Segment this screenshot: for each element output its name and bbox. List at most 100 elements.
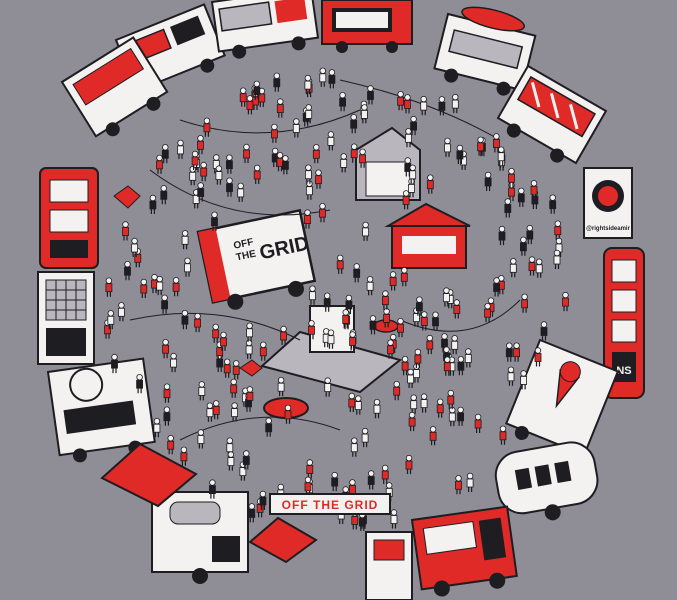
off-the-grid-banner: OFF THE GRID [269,493,391,515]
crowd-person [420,95,428,116]
crowd-person [276,98,284,118]
crowd-person [265,417,273,437]
crowd-person [414,348,422,368]
crowd-person [369,315,377,335]
crowd-person [535,258,543,278]
crowd-person [253,164,261,184]
crowd-person [124,261,131,281]
crowd-person [340,153,348,173]
crowd-person [492,133,500,153]
crowd-person [271,147,279,167]
crowd-person [336,254,344,274]
crowd-person [509,258,517,278]
crowd-person [177,139,184,159]
crowd-person [381,290,389,310]
crowd-person [415,296,423,316]
crowd-person [426,174,434,194]
crowd-person [457,356,465,376]
crowd-person [232,360,240,380]
crowd-person [200,161,208,182]
crowd-person [520,370,527,390]
crowd-person [456,144,464,164]
crowd-person [484,303,492,323]
crowd-person [212,400,220,420]
crowd-person [526,224,534,245]
crowd-person [444,137,451,157]
banner-text: OFF THE GRID [282,498,379,512]
truck-ring: @rightsideamir NS [37,0,645,600]
crowd-person [246,386,254,406]
crowd-person [243,143,250,163]
crowd-person [172,277,180,297]
crowd-person [457,406,465,426]
crowd-person [362,221,370,241]
crowd-person [553,249,561,269]
crowd-person [540,321,548,341]
crowd-person [530,180,538,200]
crowd-person [280,325,288,345]
crowd-person [328,69,336,89]
crowd-person [194,312,202,333]
crowd-person [405,128,412,148]
crowd-person [554,220,562,240]
crowd-person [273,72,281,92]
crowd-person [549,194,557,214]
crowd-person [220,331,227,351]
crowd-person [305,180,313,200]
crowd-person [383,308,391,328]
crowd-person [203,117,211,137]
crowd-person [167,435,175,455]
crowd-person [246,95,254,115]
crowd-person [198,381,206,401]
crowd-person [498,225,506,246]
truck-logo-middle: THE [235,249,257,264]
crowd-person [304,74,312,95]
crowd-person [223,358,231,378]
crowd-person [520,236,527,256]
crowd-person [366,276,374,296]
crowd-person [327,131,335,151]
crowd-person [306,459,314,479]
crowd-person [455,475,462,495]
crowd-person [442,287,450,307]
truck-top-hotdog [433,6,537,96]
crowd-person [348,392,356,412]
crowd-person [339,91,347,112]
crowd-person [477,136,485,156]
crowd-person [373,399,381,419]
crowd-person [521,293,528,313]
crowd-person [409,164,417,184]
crowd-person [208,479,216,499]
crowd-person [215,165,223,185]
crowd-person [276,152,284,172]
crowd-person [181,230,189,250]
crowd-person [350,437,358,457]
crowd-person [184,257,191,277]
crowd-person [448,406,456,427]
crowd-person [408,411,416,432]
crowd-person [163,406,171,426]
crowd-person [517,187,525,207]
crowd-person [342,309,350,329]
crowd-person [405,454,413,475]
crowd-person [259,341,267,361]
crowd-person [354,395,362,415]
crowd-person [226,177,233,197]
crowd-person [237,182,245,202]
crowd-person [562,291,569,312]
crowd-person [212,323,220,343]
crowd-person [242,450,250,470]
crowd-person [246,322,254,342]
crowd-person [227,451,235,471]
crowd-person [426,334,434,355]
crowd-person [420,393,428,413]
crowd-person [464,348,472,368]
red-kiosk [384,202,471,269]
crowd-person [438,96,446,116]
crowd-person [474,413,482,433]
crowd-person [151,273,158,294]
crowd-person [324,377,332,397]
crowd-person [360,104,368,124]
crowd-person [258,87,266,107]
truck-top-grey [210,0,320,59]
